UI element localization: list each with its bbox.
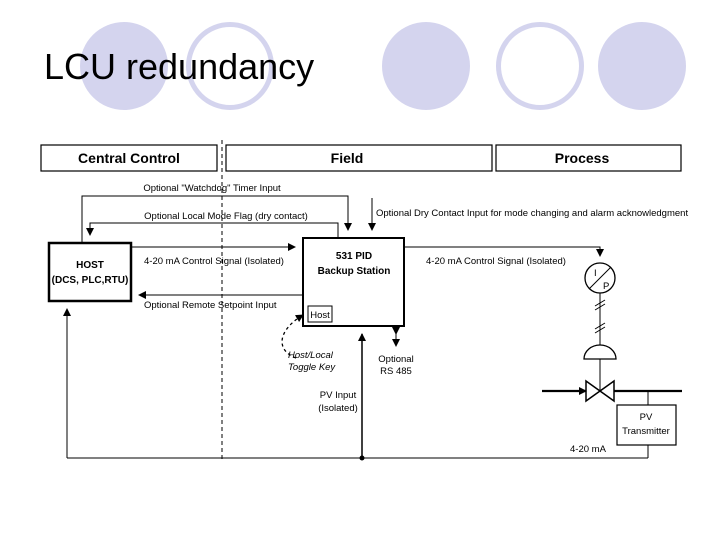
pid-sublabel: Backup Station bbox=[318, 266, 391, 277]
pneumatic-signal-line bbox=[594, 293, 606, 345]
toggle-key-label: Host/Local bbox=[288, 350, 334, 361]
valve-actuator bbox=[583, 344, 617, 360]
rs485-sublabel: RS 485 bbox=[380, 366, 412, 377]
pv-junction-dot bbox=[359, 455, 365, 461]
header-central-control-label: Central Control bbox=[78, 150, 180, 166]
control-signal-right-line bbox=[404, 246, 604, 257]
transmitter-label: PV bbox=[640, 412, 653, 423]
control-signal-left-label: 4-20 mA Control Signal (Isolated) bbox=[144, 256, 284, 267]
ip-converter: I P bbox=[584, 262, 616, 294]
pv-input-label: PV Input bbox=[320, 390, 357, 401]
watchdog-label: Optional "Watchdog" Timer Input bbox=[143, 183, 281, 194]
local-mode-flag-label: Optional Local Mode Flag (dry contact) bbox=[144, 211, 308, 222]
slide-title: LCU redundancy bbox=[44, 46, 315, 87]
header-process-label: Process bbox=[555, 150, 610, 166]
decor-circle-2 bbox=[186, 22, 274, 110]
pid-backup-station-box: 531 PID Backup Station Host bbox=[302, 237, 405, 327]
decor-circle-3 bbox=[382, 22, 470, 110]
header-field: Field bbox=[225, 144, 493, 172]
transmitter-sublabel: Transmitter bbox=[622, 426, 670, 437]
host-box: HOST (DCS, PLC,RTU) bbox=[47, 241, 133, 303]
host-label: HOST bbox=[76, 260, 104, 271]
pv-transmitter-box: PV Transmitter bbox=[616, 404, 677, 446]
pid-host-key-label: Host bbox=[310, 310, 330, 321]
decor-circle-1 bbox=[80, 22, 168, 110]
return-signal-label: 4-20 mA bbox=[570, 444, 607, 455]
pid-label: 531 PID bbox=[336, 251, 372, 262]
remote-setpoint-label: Optional Remote Setpoint Input bbox=[144, 300, 277, 311]
control-signal-right-label: 4-20 mA Control Signal (Isolated) bbox=[426, 256, 566, 267]
ip-bottom-label: P bbox=[603, 281, 609, 292]
host-sublabel: (DCS, PLC,RTU) bbox=[52, 275, 129, 286]
watchdog-line bbox=[81, 195, 352, 243]
control-valve bbox=[585, 379, 615, 403]
decor-circle-5 bbox=[598, 22, 686, 110]
toggle-key-arrow bbox=[281, 314, 304, 359]
toggle-key-sublabel: Toggle Key bbox=[288, 362, 336, 373]
ip-top-label: I bbox=[594, 268, 597, 279]
header-field-label: Field bbox=[331, 150, 364, 166]
decor-circle-4 bbox=[496, 22, 584, 110]
header-central-control: Central Control bbox=[40, 144, 218, 172]
pv-input-sublabel: (Isolated) bbox=[318, 403, 358, 414]
header-process: Process bbox=[495, 144, 682, 172]
dry-contact-label: Optional Dry Contact Input for mode chan… bbox=[376, 208, 688, 219]
rs485-label: Optional bbox=[378, 354, 413, 365]
local-mode-flag-line bbox=[86, 222, 339, 238]
